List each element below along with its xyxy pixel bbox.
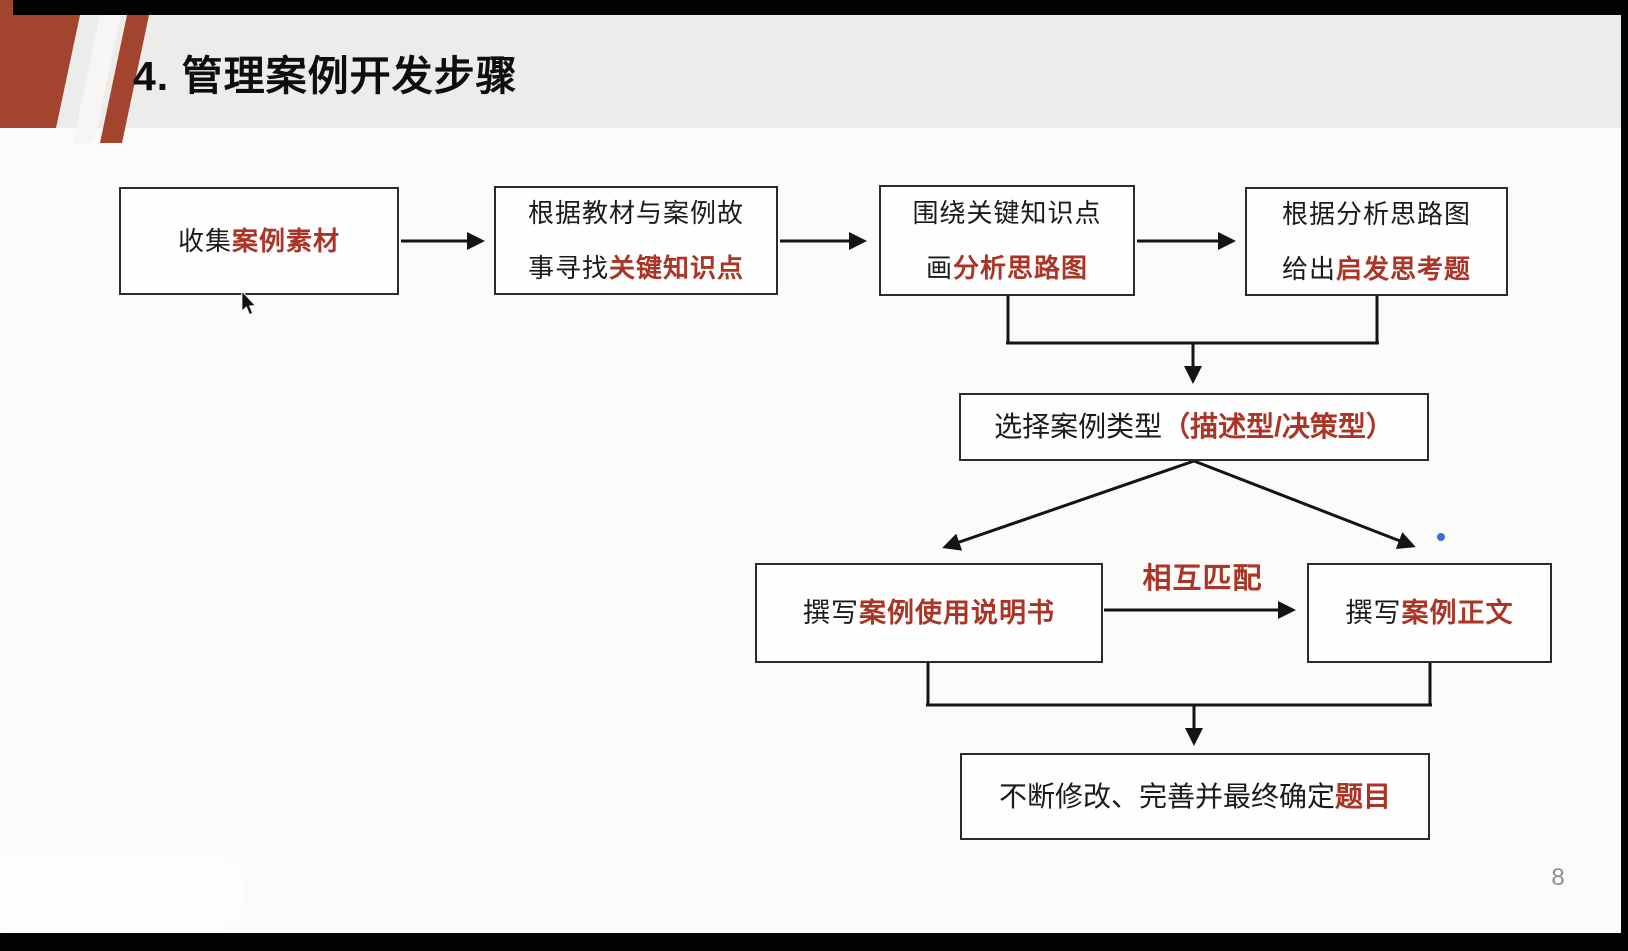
text-line1: 根据分析思路图 <box>1281 198 1471 229</box>
box-text: 不断修改、完善并最终确定题目 <box>999 769 1391 824</box>
box-text: 选择案例类型（描述型/决策型） <box>994 397 1394 457</box>
header-accent-notch <box>0 0 13 15</box>
text-line2: 画分析思路图 <box>926 241 1088 296</box>
text-red: 启发思考题 <box>1336 253 1472 284</box>
text-red: 关键知识点 <box>609 252 745 283</box>
flow-box-draw-analysis-map: 围绕关键知识点 画分析思路图 <box>879 185 1135 296</box>
flow-box-give-questions: 根据分析思路图 给出启发思考题 <box>1245 187 1508 296</box>
laser-pointer-dot <box>1437 533 1445 541</box>
box-text: 收集案例素材 <box>178 214 340 269</box>
mouse-cursor-icon <box>240 289 258 322</box>
text-line2: 给出启发思考题 <box>1282 242 1471 297</box>
text-black: 撰写 <box>803 597 859 628</box>
text-red: 题目 <box>1335 781 1392 812</box>
flow-box-find-key-points: 根据教材与案例故 事寻找关键知识点 <box>494 186 778 295</box>
text-black: 给出 <box>1281 253 1336 284</box>
text-line2: 事寻找关键知识点 <box>528 241 744 296</box>
text-black: 不断修改、完善并最终确定 <box>998 781 1335 812</box>
text-line1: 围绕关键知识点 <box>912 197 1102 228</box>
right-letterbox-bar <box>1621 0 1628 951</box>
text-black: 收集 <box>177 225 232 256</box>
slide-title: 4. 管理案例开发步骤 <box>133 52 518 99</box>
flow-box-write-case-body: 撰写案例正文 <box>1307 563 1552 663</box>
text-red: 分析思路图 <box>953 252 1089 283</box>
box-text: 撰写案例正文 <box>1346 586 1514 641</box>
faint-watermark-blob <box>0 853 245 931</box>
text-red: （描述型/决策型） <box>1162 411 1394 442</box>
text-red: 案例使用说明书 <box>859 597 1055 628</box>
text-line1: 根据教材与案例故 <box>527 197 744 228</box>
text-black: 事寻找 <box>527 252 609 283</box>
flow-box-select-case-type: 选择案例类型（描述型/决策型） <box>959 393 1429 461</box>
text-black: 画 <box>925 252 953 283</box>
top-letterbox-bar <box>0 0 1628 15</box>
box-text: 撰写案例使用说明书 <box>803 586 1055 641</box>
flow-box-collect-material: 收集案例素材 <box>119 187 399 295</box>
header-banner <box>0 15 1628 128</box>
text-red: 案例素材 <box>232 225 341 256</box>
flow-box-write-usage-manual: 撰写案例使用说明书 <box>755 563 1103 663</box>
bottom-letterbox-bar <box>0 933 1628 951</box>
page-number: 8 <box>1551 864 1565 891</box>
text-black: 选择案例类型 <box>994 411 1163 442</box>
text-red: 案例正文 <box>1401 597 1514 628</box>
match-each-other-label: 相互匹配 <box>1142 563 1263 595</box>
text-black: 撰写 <box>1345 597 1402 628</box>
flow-box-revise-and-finalize-title: 不断修改、完善并最终确定题目 <box>960 753 1430 840</box>
